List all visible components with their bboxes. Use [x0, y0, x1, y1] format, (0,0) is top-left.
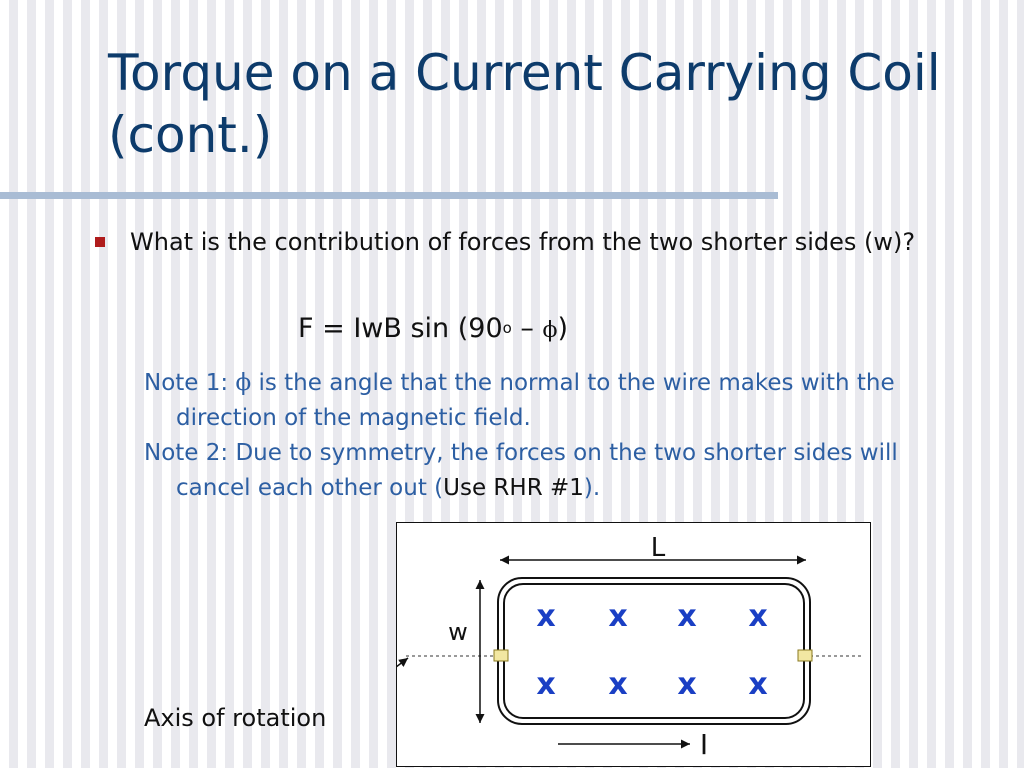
note-1-text: is the angle that the normal to the wire… [176, 370, 895, 431]
note-2-suffix: ). [583, 475, 601, 501]
field-x-mark: x [536, 599, 555, 634]
magnetic-field-marks: x x x x x x x x [536, 599, 767, 702]
field-x-mark: x [536, 667, 555, 702]
formula-close: ) [557, 313, 569, 344]
title-divider [0, 192, 778, 199]
slide-title: Torque on a Current Carrying Coil (cont.… [108, 44, 941, 164]
field-x-mark: x [608, 599, 627, 634]
width-label: w [448, 618, 468, 646]
field-x-mark: x [748, 667, 767, 702]
bullet-question: What is the contribution of forces from … [130, 228, 916, 256]
bullet-square-icon [95, 237, 105, 247]
note-1-prefix: Note 1: [144, 370, 236, 396]
formula-phi: ϕ [542, 318, 558, 343]
note-1-phi: ϕ [235, 370, 252, 396]
axis-of-rotation-label: Axis of rotation [144, 704, 327, 732]
field-x-mark: x [677, 599, 696, 634]
formula-dash: – [511, 313, 543, 344]
field-x-mark: x [677, 667, 696, 702]
note-2-rhr: Use RHR #1 [443, 475, 584, 501]
coil-diagram: L w x x x x x x x x I [396, 522, 871, 767]
notes-block: Note 1: ϕ is the angle that the normal t… [144, 366, 974, 506]
axis-pointer-arrow [396, 657, 409, 669]
pivot-markers [493, 649, 813, 662]
current-label: I [700, 728, 708, 761]
field-x-mark: x [608, 667, 627, 702]
note-2-text: Note 2: Due to symmetry, the forces on t… [144, 440, 898, 501]
note-2: Note 2: Due to symmetry, the forces on t… [144, 436, 974, 506]
force-formula: F = IwB sin (90o – ϕ) [298, 310, 568, 351]
field-x-mark: x [748, 599, 767, 634]
length-label: L [651, 533, 666, 563]
note-1: Note 1: ϕ is the angle that the normal t… [144, 366, 974, 436]
formula-degree: o [502, 319, 512, 337]
formula-lhs: F = IwB sin (90 [298, 313, 503, 344]
